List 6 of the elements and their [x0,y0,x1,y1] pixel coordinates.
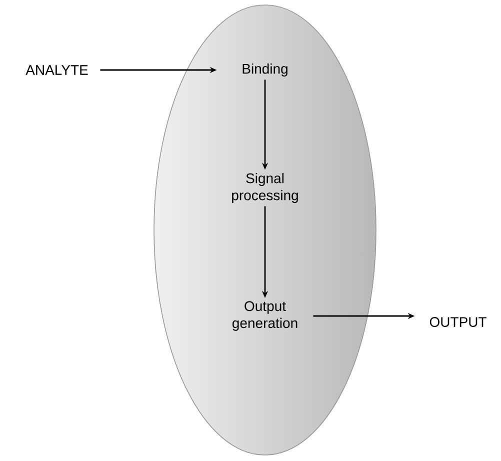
step-label: Output generation [232,301,298,331]
step-label: Signal processing [232,172,298,204]
io-label: OUTPUT [430,317,486,327]
step-label: Binding [242,63,288,77]
io-label: ANALYTE [26,65,88,75]
ellipse-shape [154,4,376,456]
